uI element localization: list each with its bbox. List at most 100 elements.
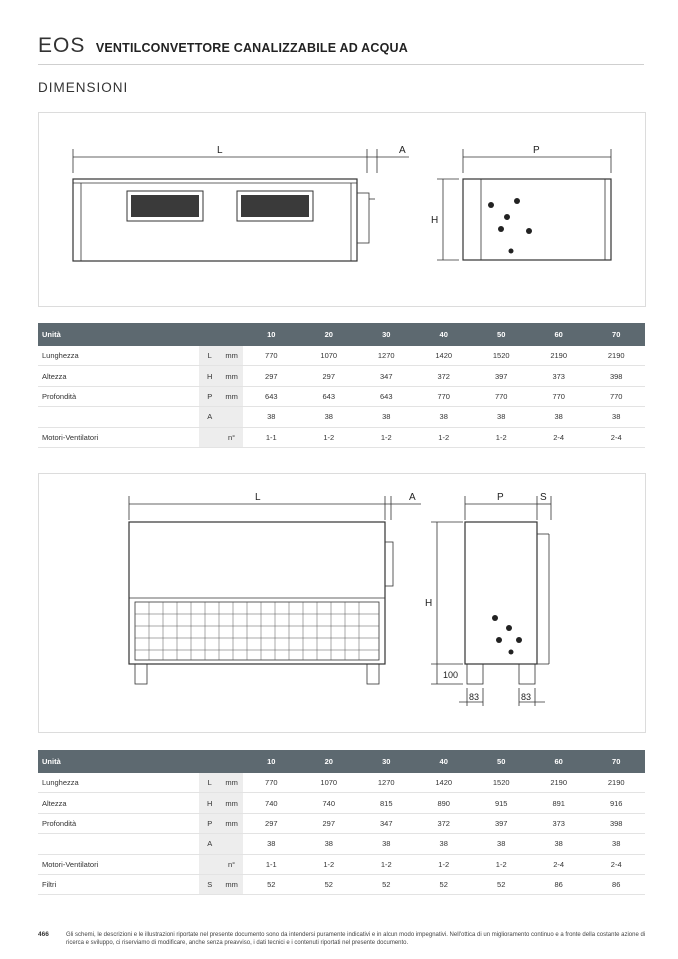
cell-value: 1-2: [472, 854, 530, 875]
cell-value: 1-1: [242, 427, 301, 448]
table-header-col: 20: [300, 750, 358, 773]
row-label: Profondità: [38, 813, 199, 835]
table-row: Altezza H mm 740 740 815 890 915 891 916: [38, 792, 645, 814]
table-header-col: 20: [300, 323, 358, 346]
dim-label-H: H: [431, 215, 438, 226]
cell-value: 38: [529, 833, 588, 855]
table-row: Altezza H mm 297 297 347 372 397 373 398: [38, 365, 645, 387]
cell-value: 1-2: [414, 427, 473, 448]
cell-value: 1-2: [414, 854, 473, 875]
cell-value: 643: [300, 386, 358, 408]
table-header-col: 10: [242, 323, 301, 346]
cell-value: 38: [300, 833, 358, 855]
cell-value: 770: [242, 346, 301, 367]
dim-label-L: L: [255, 492, 261, 503]
cell-value: 38: [587, 833, 645, 855]
table-header-col: 60: [529, 750, 588, 773]
table-header-col: 50: [472, 750, 530, 773]
row-symbol: P: [198, 813, 221, 835]
cell-value: 1-2: [357, 427, 415, 448]
table-row: A 38 38 38 38 38 38 38: [38, 406, 645, 428]
cell-value: 397: [472, 813, 530, 835]
row-symbol: L: [198, 773, 221, 794]
cell-value: 1270: [357, 773, 415, 794]
cell-value: 372: [414, 813, 473, 835]
cell-value: 891: [529, 792, 588, 814]
cell-value: 38: [414, 833, 473, 855]
row-label: Lunghezza: [38, 773, 199, 794]
cell-value: 38: [472, 833, 530, 855]
row-unit: mm: [220, 365, 243, 387]
cell-value: 2-4: [529, 854, 588, 875]
dim-label-P: P: [497, 492, 504, 503]
row-symbol: A: [198, 833, 221, 855]
cell-value: 347: [357, 813, 415, 835]
row-symbol: P: [198, 386, 221, 408]
page-header: EOS VENTILCONVETTORE CANALIZZABILE AD AC…: [38, 34, 644, 64]
cell-value: 297: [242, 365, 301, 387]
dim-label-S: S: [540, 492, 547, 503]
table-header-label: Unità: [38, 323, 243, 346]
cell-value: 2-4: [529, 427, 588, 448]
spec-table-1: Unità 10 20 30 40 50 60 70 Lunghezza L m…: [38, 323, 645, 448]
dim-label-A: A: [399, 145, 406, 156]
cell-value: 1070: [300, 773, 358, 794]
row-symbol: [198, 854, 221, 875]
cell-value: 398: [587, 813, 645, 835]
cell-value: 2-4: [587, 427, 645, 448]
row-label: Motori-Ventilatori: [38, 427, 199, 448]
row-unit: mm: [220, 346, 243, 367]
table-header-col: 70: [587, 323, 645, 346]
row-unit: mm: [220, 773, 243, 794]
cell-value: 52: [357, 874, 415, 896]
cell-value: 86: [587, 874, 645, 896]
cell-value: 398: [587, 365, 645, 387]
cell-value: 770: [414, 386, 473, 408]
row-symbol: S: [198, 874, 221, 896]
row-label: Lunghezza: [38, 346, 199, 367]
dim-label-83-left: 83: [469, 692, 479, 702]
page-number: 466: [38, 931, 49, 938]
row-unit: n°: [220, 854, 243, 875]
row-label: Altezza: [38, 365, 199, 387]
table-header-label: Unità: [38, 750, 243, 773]
technical-drawing-2: L A P S H 100 83 83: [38, 473, 646, 733]
cell-value: 1-1: [242, 854, 301, 875]
drawing-1-svg: L A P H: [72, 145, 612, 262]
cell-value: 1520: [472, 773, 530, 794]
row-symbol: H: [198, 365, 221, 387]
cell-value: 38: [357, 833, 415, 855]
table-row: Lunghezza L mm 770 1070 1270 1420 1520 2…: [38, 346, 645, 367]
drawing-2-svg: L A P S H 100 83 83: [128, 492, 552, 706]
cell-value: 1-2: [300, 854, 358, 875]
brand-name: EOS: [38, 34, 86, 57]
table-row: A 38 38 38 38 38 38 38: [38, 833, 645, 855]
table-header-col: 10: [242, 750, 301, 773]
dim-label-H: H: [425, 598, 432, 609]
row-symbol: L: [198, 346, 221, 367]
table-header-col: 40: [414, 323, 473, 346]
cell-value: 38: [529, 406, 588, 428]
table-header-col: 60: [529, 323, 588, 346]
cell-value: 643: [357, 386, 415, 408]
cell-value: 38: [357, 406, 415, 428]
table-row: Lunghezza L mm 770 1070 1270 1420 1520 2…: [38, 773, 645, 794]
header-divider: [38, 64, 644, 65]
table-row: Filtri S mm 52 52 52 52 52 86 86: [38, 874, 645, 896]
cell-value: 52: [300, 874, 358, 896]
cell-value: 1520: [472, 346, 530, 367]
cell-value: 86: [529, 874, 588, 896]
row-unit: n°: [220, 427, 243, 448]
cell-value: 38: [587, 406, 645, 428]
cell-value: 740: [300, 792, 358, 814]
cell-value: 770: [242, 773, 301, 794]
dim-label-L: L: [217, 145, 223, 156]
cell-value: 52: [414, 874, 473, 896]
row-label: Altezza: [38, 792, 199, 814]
cell-value: 38: [300, 406, 358, 428]
dim-label-100: 100: [443, 670, 458, 680]
row-unit: mm: [220, 792, 243, 814]
cell-value: 2-4: [587, 854, 645, 875]
cell-value: 347: [357, 365, 415, 387]
table-header-col: 30: [357, 323, 415, 346]
